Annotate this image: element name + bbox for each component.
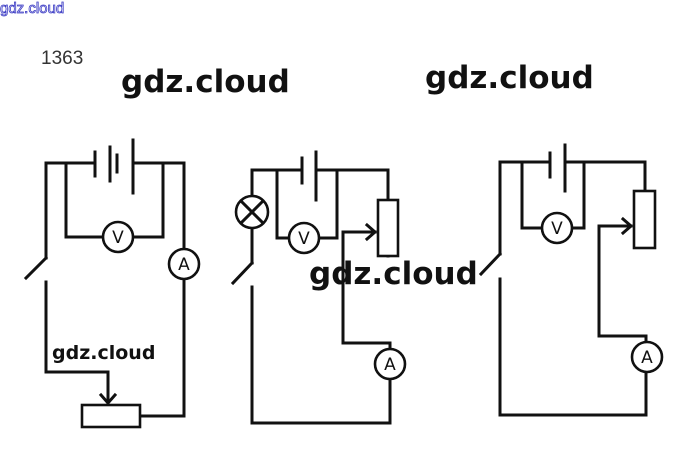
watermark: gdz.cloud (121, 64, 290, 100)
voltmeter-icon: V (540, 211, 574, 245)
switch-icon (478, 251, 503, 277)
site-watermark-top: gdz.cloud (0, 0, 65, 17)
rheostat-icon (597, 189, 657, 250)
lamp-icon (234, 194, 270, 230)
ammeter-icon: A (630, 340, 664, 374)
watermark: gdz.cloud (425, 60, 594, 96)
rheostat-icon (80, 392, 142, 429)
voltmeter-icon: V (101, 220, 135, 254)
rheostat-icon (341, 198, 400, 258)
svg-text:V: V (112, 228, 124, 248)
switch-icon (23, 255, 49, 281)
battery-icon (548, 143, 567, 193)
svg-text:A: A (384, 355, 396, 375)
circuit-2-wires (250, 168, 392, 425)
circuit-1-wires (44, 161, 186, 418)
watermark: gdz.cloud (52, 342, 156, 364)
voltmeter-icon: V (287, 221, 321, 255)
problem-number: 1363 (41, 48, 84, 69)
svg-text:A: A (178, 255, 190, 275)
circuit-3: V A (478, 143, 664, 417)
battery-icon (300, 150, 318, 202)
svg-text:V: V (298, 229, 310, 249)
battery-icon (93, 138, 135, 195)
circuit-1: V A (23, 138, 201, 429)
watermark: gdz.cloud (309, 256, 478, 292)
svg-text:A: A (641, 348, 653, 368)
circuit-2: V A (230, 150, 407, 425)
ammeter-icon: A (167, 247, 201, 281)
switch-icon (230, 260, 255, 286)
svg-text:V: V (551, 219, 563, 239)
circuit-3-wires (498, 160, 648, 417)
ammeter-icon: A (373, 347, 407, 381)
